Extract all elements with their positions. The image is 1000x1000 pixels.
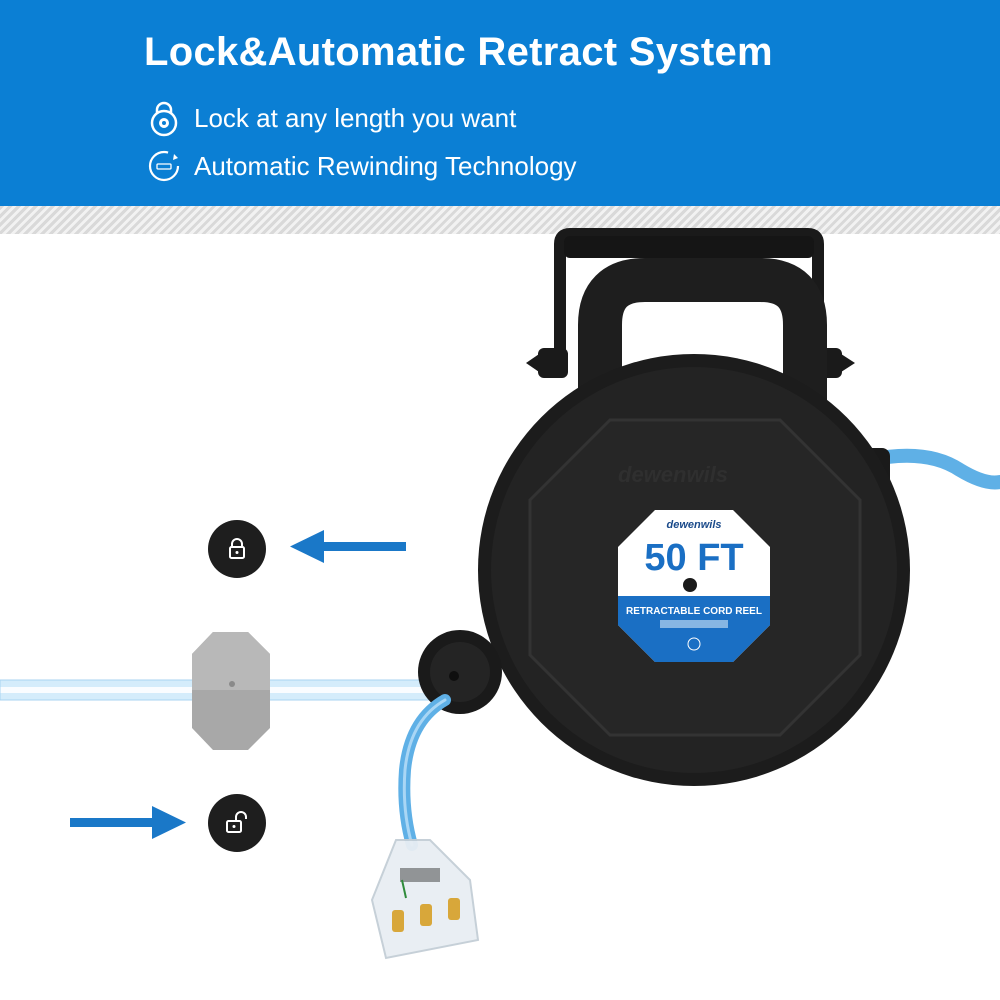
label-brand: dewenwils — [666, 519, 721, 531]
feature-lock-label: Lock at any length you want — [194, 102, 517, 133]
feature-lock: Lock at any length you want — [144, 96, 516, 140]
label-length: 50 FT — [644, 537, 743, 579]
hatched-divider — [0, 206, 1000, 234]
header-banner: Lock&Automatic Retract System Lock at an… — [0, 0, 1000, 206]
label-product-name: RETRACTABLE CORD REEL — [626, 606, 762, 617]
hanging-cord — [398, 694, 451, 851]
lock-arrow — [290, 530, 406, 563]
triple-outlet-plug — [370, 839, 480, 960]
padlock-icon — [144, 98, 184, 138]
feature-rewind-label: Automatic Rewinding Technology — [194, 150, 577, 181]
page-title: Lock&Automatic Retract System — [144, 30, 773, 74]
auto-rewind-icon — [144, 146, 184, 186]
locked-state-badge — [208, 520, 266, 578]
unlocked-padlock-icon — [226, 811, 247, 833]
locked-padlock-icon — [229, 538, 245, 559]
unlocked-state-badge — [208, 794, 266, 852]
feature-rewind: Automatic Rewinding Technology — [144, 144, 577, 188]
unlock-arrow — [70, 806, 186, 839]
cord-reel: dewenwils dewenwils 50 FT RETRACTABLE CO… — [418, 228, 1000, 786]
embossed-brand: dewenwils — [618, 462, 728, 487]
cord-stopper — [192, 632, 270, 750]
